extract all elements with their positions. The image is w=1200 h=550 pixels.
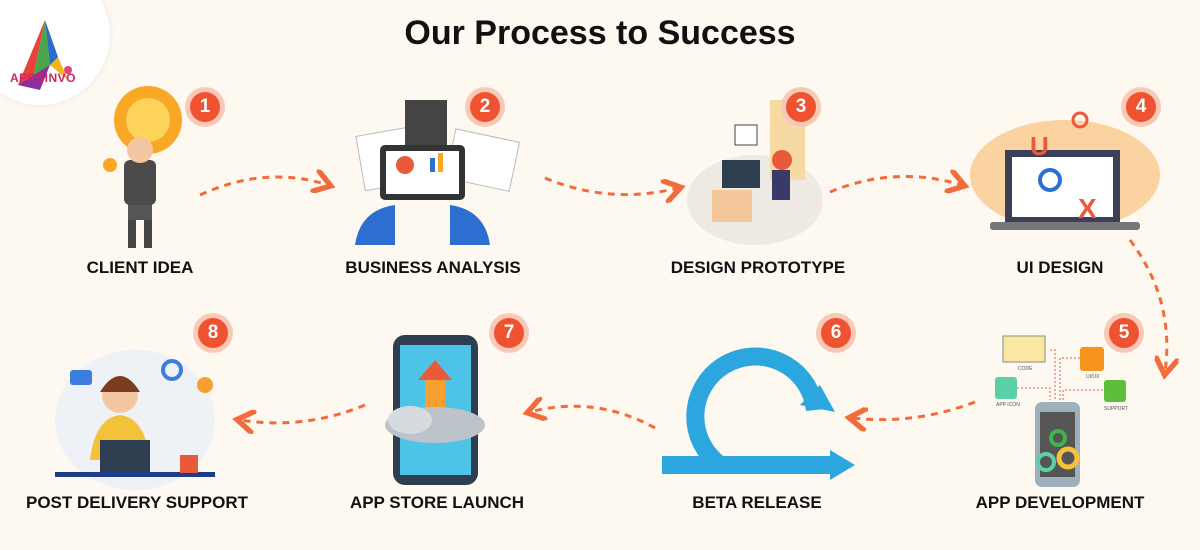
step-7-label: APP STORE LAUNCH <box>349 493 525 512</box>
step-7-badge: 7 <box>494 318 524 348</box>
arrow-2-3 <box>544 176 678 195</box>
step-8-label: POST DELIVERY SUPPORT <box>26 493 248 512</box>
arrow-3-4 <box>829 176 962 192</box>
laptop-ui-icon: U X <box>970 111 1160 230</box>
step-3-badge: 3 <box>786 92 816 122</box>
step-5-label: APP DEVELOPMENT <box>975 493 1145 512</box>
svg-text:APP ICON: APP ICON <box>996 402 1020 408</box>
phone-rocket-icon <box>385 335 485 485</box>
svg-text:UI/UX: UI/UX <box>1086 374 1100 380</box>
arrow-5-6 <box>852 400 976 420</box>
cycle-arrow-icon <box>662 347 855 480</box>
step-8-badge: 8 <box>198 318 228 348</box>
phone-gears-icon: CODE UI/UX APP ICON SUPPORT <box>995 335 1128 487</box>
lightbulb-businessman-icon <box>103 86 182 248</box>
step-4-badge: 4 <box>1126 92 1156 122</box>
step-4-label: UI DESIGN <box>1016 258 1104 277</box>
arrow-7-8 <box>240 403 366 423</box>
step-3-label: DESIGN PROTOTYPE <box>670 258 846 277</box>
tablet-charts-icon <box>355 100 521 245</box>
svg-text:X: X <box>1078 193 1097 224</box>
code-sub-label: CODE <box>1018 366 1033 372</box>
logo: APPSINVO <box>0 0 110 105</box>
svg-text:U: U <box>1030 131 1049 161</box>
step-6-label: BETA RELEASE <box>692 493 822 512</box>
svg-text:SUPPORT: SUPPORT <box>1104 406 1128 412</box>
page-title: Our Process to Success <box>404 14 796 52</box>
step-6-badge: 6 <box>821 318 851 348</box>
arrow-4-5 <box>1128 239 1167 372</box>
step-2-label: BUSINESS ANALYSIS <box>345 258 521 277</box>
step-2-badge: 2 <box>470 92 500 122</box>
step-1-badge: 1 <box>190 92 220 122</box>
arrow-6-7 <box>530 406 656 430</box>
support-agent-icon <box>55 350 215 490</box>
arrow-1-2 <box>199 177 328 197</box>
logo-text: APPSINVO <box>10 71 77 85</box>
appsinvo-logo-icon <box>18 20 72 90</box>
step-5-badge: 5 <box>1109 318 1139 348</box>
step-1-label: CLIENT IDEA <box>86 258 194 277</box>
